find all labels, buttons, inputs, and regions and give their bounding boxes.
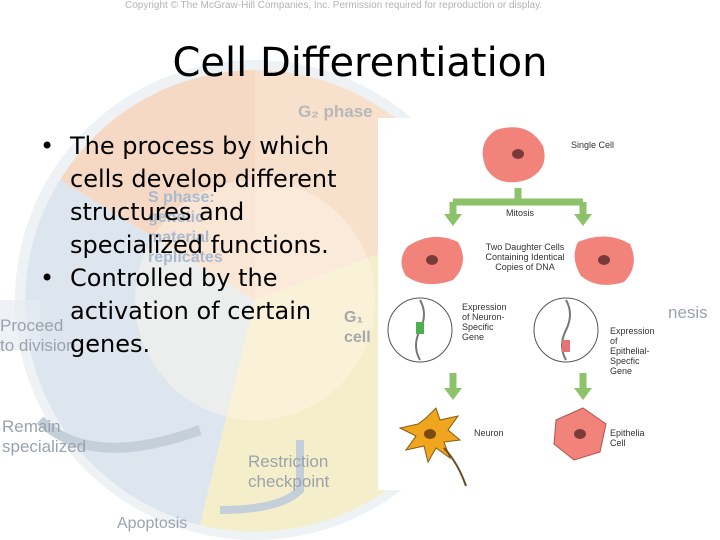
expression-epithelial-line: Expression — [610, 326, 655, 336]
g1-label: G₁ cell — [344, 308, 371, 348]
daughter-cells-line: Containing Identical — [485, 252, 565, 262]
apoptosis-label: Apoptosis — [117, 515, 188, 532]
bullet-item: • The process by which cells develop dif… — [40, 130, 360, 262]
copyright-notice: Copyright © The McGraw-Hill Companies, I… — [125, 0, 543, 11]
restriction-line: checkpoint — [248, 472, 330, 491]
epithelial-label: Epithelia Cell — [610, 428, 645, 448]
proceed-label: Proceed to division — [0, 316, 76, 356]
daughter-cells-line: Copies of DNA — [495, 262, 555, 272]
s-segment — [25, 180, 256, 525]
expression-epithelial-label: Expression of Epithelial- Specfic Gene — [610, 326, 655, 376]
g2-segment — [255, 70, 470, 300]
nucleus-icon — [512, 149, 524, 159]
expression-epithelial-line: Gene — [610, 366, 633, 376]
arrow-head-icon — [444, 388, 462, 400]
expression-neuron-label: Expression of Neuron- Specific Gene — [462, 302, 507, 342]
apoptosis-arrow — [219, 440, 304, 514]
gene-active-marker — [416, 322, 424, 334]
proceed-line: Proceed — [0, 316, 64, 335]
bullet-dot: • — [40, 264, 55, 292]
s-phase-label: S phase: genetic material replicates — [148, 188, 223, 268]
bullet-dot: • — [40, 132, 55, 160]
arrow-head-icon — [444, 214, 462, 226]
g1-line: cell — [344, 329, 371, 346]
epithelial-line: Epithelia — [610, 428, 645, 438]
nucleus-icon — [426, 255, 438, 265]
g2-phase-label: G₂ phase — [298, 102, 373, 121]
mitosis-arrow-icon — [449, 188, 587, 216]
s-phase-line: genetic — [148, 209, 205, 226]
daughter-cells-line: Two Daughter Cells — [485, 242, 565, 252]
restriction-label: Restriction checkpoint — [248, 452, 329, 492]
synthesis-fragment-label: nesis — [668, 303, 708, 322]
mitosis-label: Mitosis — [506, 208, 535, 218]
remain-line: Remain — [2, 417, 61, 436]
remain-line: specialized — [2, 437, 87, 456]
s-phase-line: S phase: — [148, 189, 215, 206]
neuron-label: Neuron — [474, 428, 504, 438]
expression-epithelial-line: Specfic — [610, 356, 640, 366]
remain-label: Remain specialized — [2, 417, 86, 457]
nucleus-icon — [598, 255, 610, 265]
m-segment — [60, 70, 255, 300]
bullet-list: • The process by which cells develop dif… — [40, 130, 360, 361]
remain-arrow — [36, 416, 202, 453]
axon-icon — [443, 447, 467, 487]
gene-active-marker — [562, 340, 570, 352]
daughter-cells-label: Two Daughter Cells Containing Identical … — [480, 242, 570, 272]
s-phase-line: material — [148, 229, 210, 246]
proceed-arrow — [0, 300, 40, 350]
expression-epithelial-line: of Epithelial- — [610, 336, 650, 356]
slide-title: Cell Differentiation — [172, 40, 548, 86]
expression-neuron-line: Specific — [462, 322, 494, 332]
nucleus-icon — [574, 429, 586, 439]
bullet-text: Controlled by the activation of certain … — [70, 264, 312, 358]
arrow-head-icon — [574, 388, 592, 400]
expression-neuron-line: Gene — [462, 332, 485, 342]
expression-neuron-line: Expression — [462, 302, 507, 312]
s-phase-line: replicates — [148, 249, 223, 266]
differentiation-figure: Single Cell Mitosis Two Daughter Cells C… — [378, 118, 655, 490]
expression-neuron-line: of Neuron- — [462, 312, 505, 322]
restriction-line: Restriction — [248, 452, 329, 471]
bullet-text: The process by which cells develop diffe… — [70, 132, 337, 259]
g1-line: G₁ — [344, 309, 364, 326]
bullet-item: • Controlled by the activation of certai… — [40, 262, 360, 361]
single-cell-label: Single Cell — [571, 140, 615, 150]
arrow-head-icon — [574, 214, 592, 226]
epithelial-line: Cell — [610, 438, 626, 448]
cycle-inner-core — [135, 180, 375, 420]
differentiation-diagram — [387, 127, 634, 487]
nucleus-icon — [424, 429, 436, 439]
proceed-line: to division — [0, 336, 76, 355]
